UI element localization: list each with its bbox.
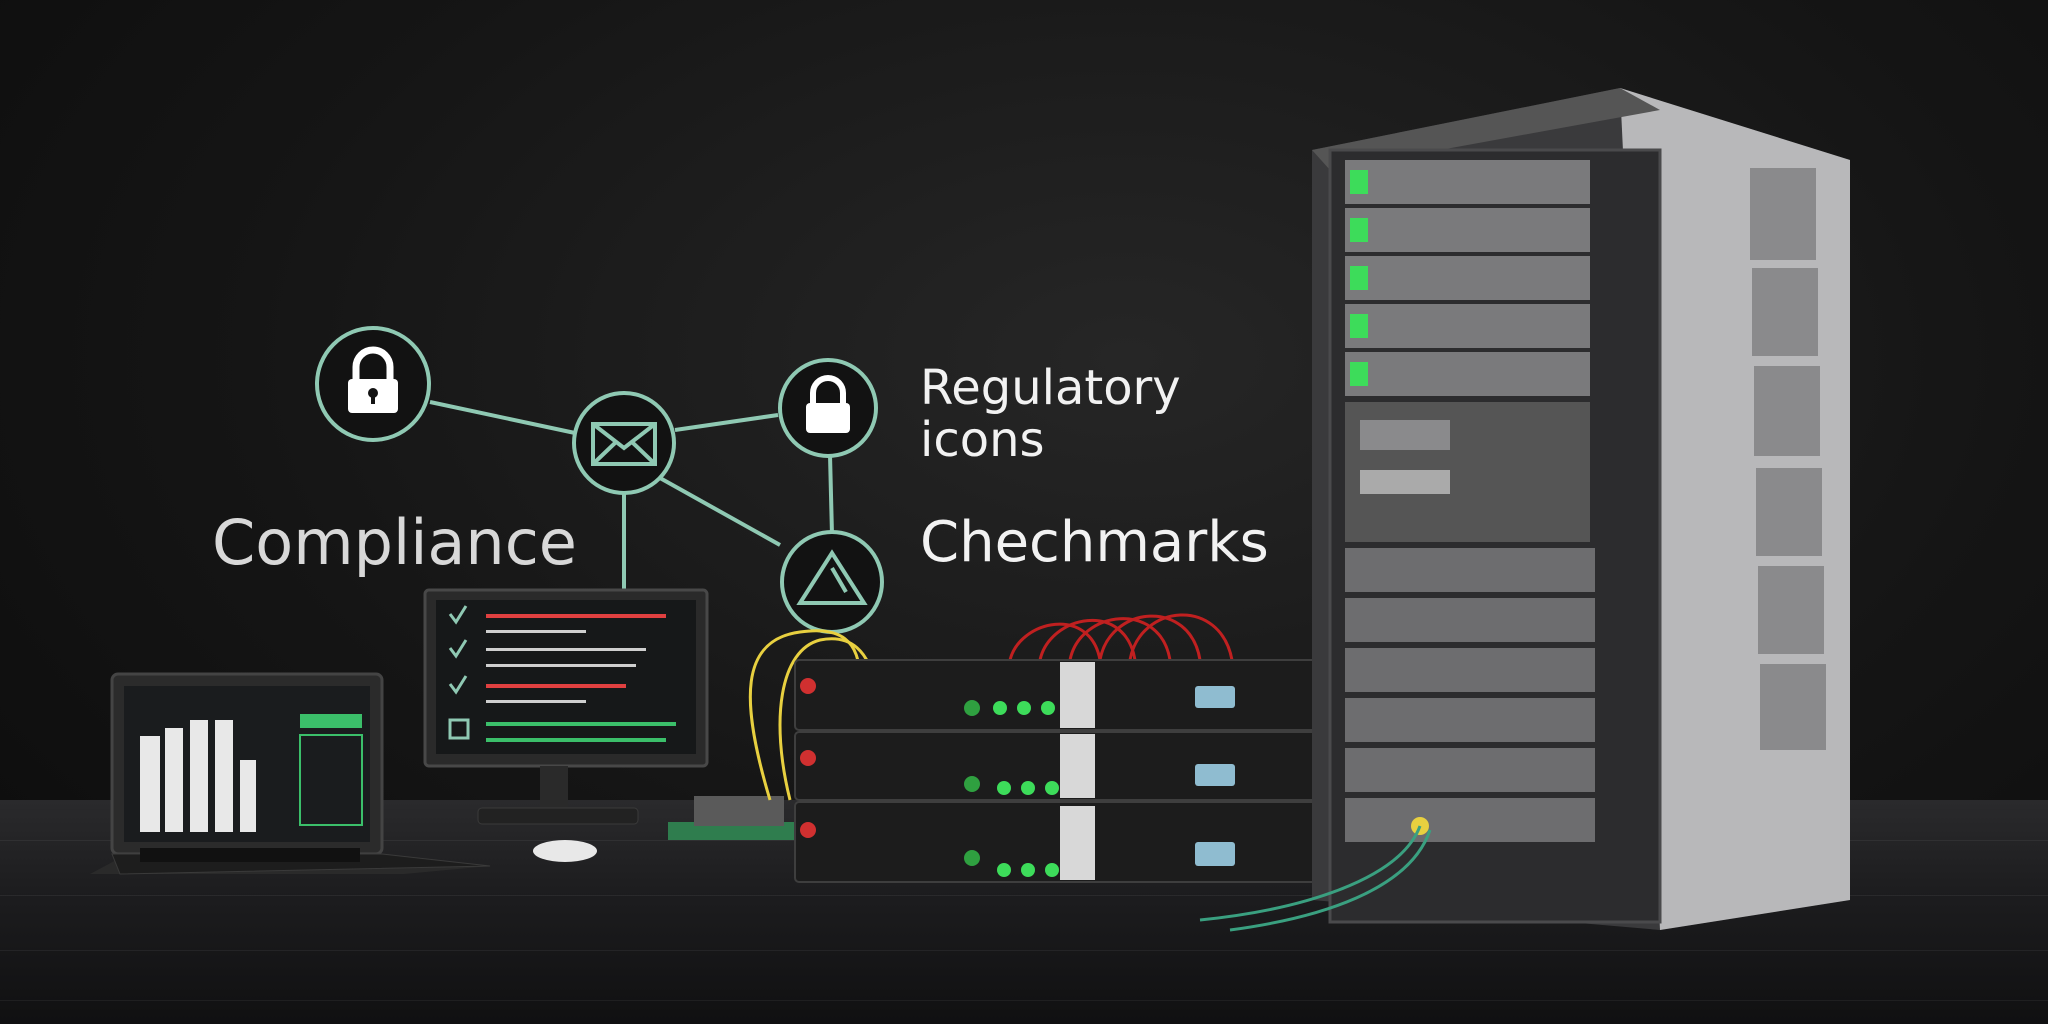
server-rack	[1312, 88, 1850, 930]
appliance-3	[794, 801, 1321, 883]
yellow-cables	[748, 629, 878, 801]
red-cables	[1008, 613, 1234, 661]
regulatory-icons-label: Regulatory icons	[920, 360, 1181, 468]
rack-units-bottom	[1345, 548, 1595, 842]
appliance-1	[794, 659, 1321, 731]
monitor-checklist	[448, 605, 676, 742]
warning-triangle-icon	[796, 549, 868, 605]
laptop	[90, 672, 491, 875]
checkmarks-label: Chechmarks	[920, 510, 1269, 575]
appliance-2	[794, 731, 1321, 801]
rack-side-vents	[1750, 168, 1826, 750]
lock-icon-node-left	[315, 326, 431, 442]
server-stack	[794, 659, 1321, 883]
circuit-board	[668, 796, 798, 840]
check-icon	[448, 605, 470, 740]
envelope-icon	[591, 422, 657, 466]
rack-units-top	[1345, 160, 1590, 396]
laptop-screen-content	[140, 714, 363, 832]
lock-icon	[348, 346, 398, 413]
envelope-icon-node	[572, 391, 676, 495]
mouse	[533, 840, 597, 862]
green-cables	[1199, 825, 1432, 932]
compliance-label: Compliance	[212, 506, 577, 579]
lock-icon	[806, 375, 850, 433]
network-lines	[429, 400, 834, 590]
warning-icon-node	[780, 530, 884, 634]
monitor	[423, 588, 709, 825]
lock-icon-node-right	[778, 358, 878, 458]
